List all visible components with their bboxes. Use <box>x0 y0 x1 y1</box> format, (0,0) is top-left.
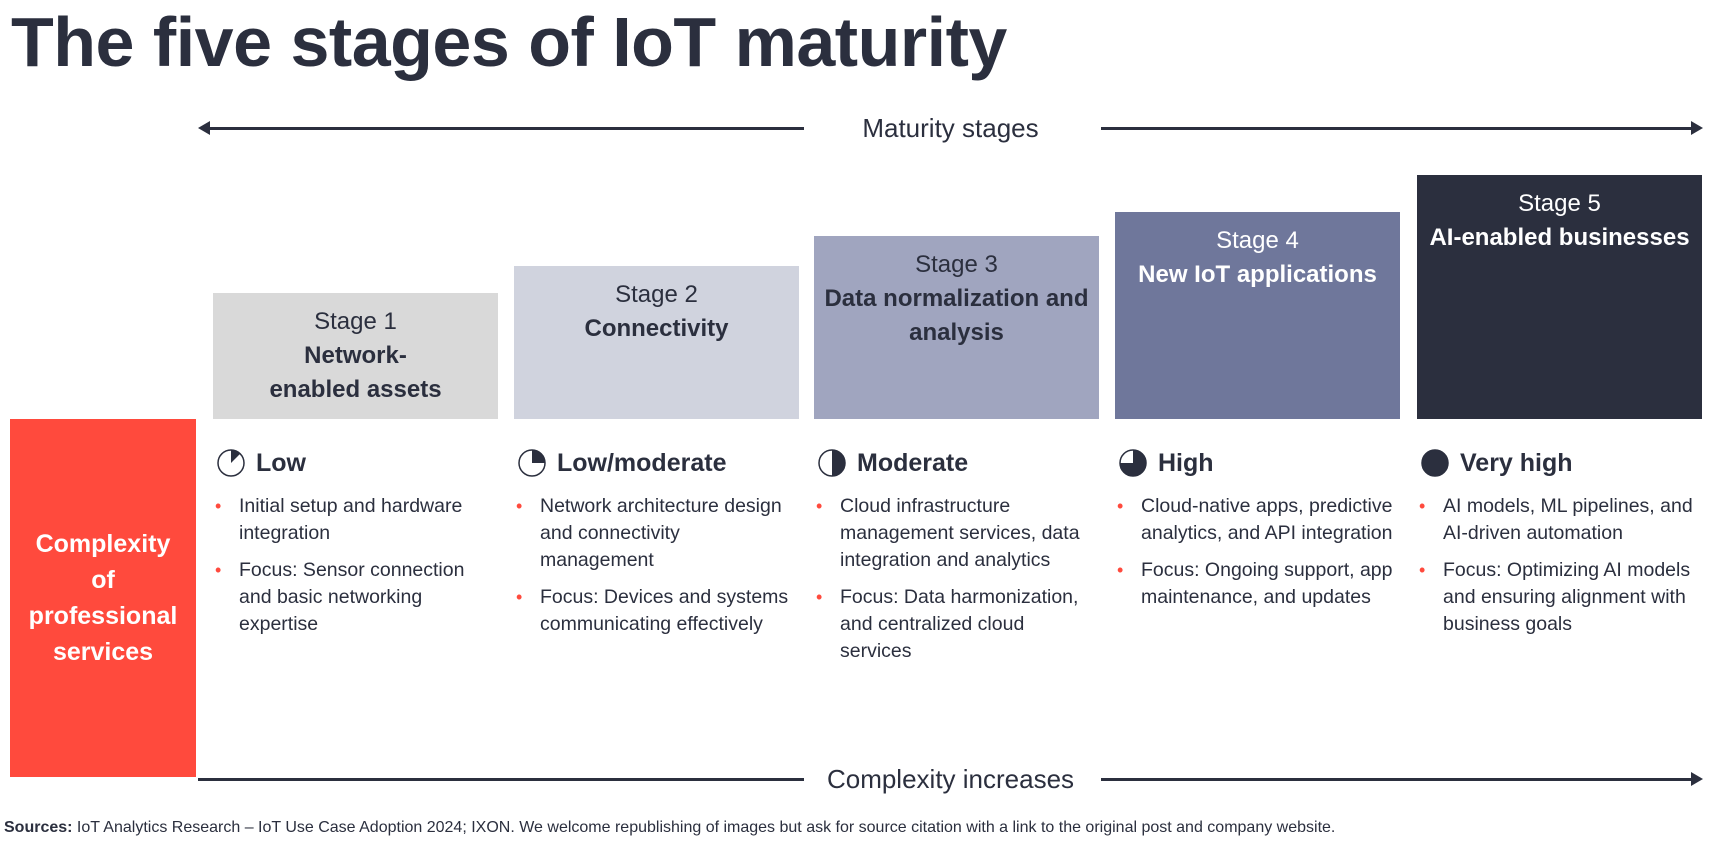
stage-4-box: Stage 4 New IoT applications <box>1115 212 1400 419</box>
stage-1-box: Stage 1 Network-enabled assets <box>213 293 498 419</box>
stage-2-box: Stage 2 Connectivity <box>514 266 799 419</box>
maturity-axis: Maturity stages <box>198 113 1703 143</box>
stage-5-details: Very high AI models, ML pipelines, and AI… <box>1417 443 1702 648</box>
complexity-level: Moderate <box>817 443 1099 483</box>
bullet-item: AI models, ML pipelines, and AI-driven a… <box>1417 493 1702 547</box>
axis-line <box>204 127 804 130</box>
stage-number: Stage 2 <box>615 281 698 308</box>
stage-name: AI-enabled businesses <box>1429 224 1690 251</box>
harvey-ball-icon <box>217 449 245 477</box>
complexity-level-label: Moderate <box>857 448 969 477</box>
complexity-axis-label: Complexity increases <box>826 764 1075 794</box>
stage-name: New IoT applications <box>1138 261 1377 288</box>
stage-3-box: Stage 3 Data normalization and analysis <box>814 236 1099 419</box>
stage-bullets: AI models, ML pipelines, and AI-driven a… <box>1417 493 1702 638</box>
bullet-item: Focus: Devices and systems communicating… <box>514 584 799 638</box>
stage-bullets: Network architecture design and connecti… <box>514 493 799 638</box>
complexity-level-label: Low/moderate <box>557 448 727 477</box>
bullet-item: Focus: Ongoing support, app maintenance,… <box>1115 557 1400 611</box>
stage-number: Stage 3 <box>915 251 998 278</box>
stage-3-details: ModerateCloud infrastructure management … <box>814 443 1099 675</box>
complexity-level-label: Low <box>256 448 306 477</box>
harvey-ball-icon <box>1119 449 1147 477</box>
complexity-level: High <box>1118 443 1400 483</box>
bullet-item: Focus: Sensor connection and basic netwo… <box>213 557 498 638</box>
maturity-axis-label: Maturity stages <box>862 113 1039 143</box>
harvey-ball-icon <box>1421 449 1449 477</box>
page-title: The five stages of IoT maturity <box>11 3 1007 81</box>
harvey-ball-icon <box>518 449 546 477</box>
stage-number: Stage 4 <box>1216 227 1299 254</box>
stage-1-details: LowInitial setup and hardware integratio… <box>213 443 498 648</box>
harvey-ball-icon <box>818 449 846 477</box>
stage-number: Stage 1 <box>314 308 397 335</box>
axis-line <box>1101 778 1697 781</box>
stage-number: Stage 5 <box>1518 190 1601 217</box>
complexity-level-label: Very high <box>1460 448 1573 477</box>
stage-2-details: Low/moderateNetwork architecture design … <box>514 443 799 648</box>
stage-name: Connectivity <box>584 315 729 342</box>
bullet-item: Focus: Data harmonization, and centraliz… <box>814 584 1099 665</box>
arrow-right-icon <box>1691 121 1703 135</box>
axis-line <box>1101 127 1697 130</box>
stage-name: Network-enabled assets <box>269 342 442 403</box>
complexity-level: Low <box>216 443 498 483</box>
complexity-level-label: High <box>1158 448 1214 477</box>
stage-bullets: Initial setup and hardware integrationFo… <box>213 493 498 638</box>
bullet-item: Network architecture design and connecti… <box>514 493 799 574</box>
sources-text: IoT Analytics Research – IoT Use Case Ad… <box>72 819 1336 836</box>
complexity-label-box: Complexity of professional services <box>10 419 196 777</box>
complexity-label: Complexity of professional services <box>28 530 178 666</box>
complexity-level: Very high <box>1420 443 1702 483</box>
axis-line <box>198 778 804 781</box>
complexity-level: Low/moderate <box>517 443 799 483</box>
sources-footer: Sources: IoT Analytics Research – IoT Us… <box>4 819 1335 837</box>
arrow-right-icon <box>1691 772 1703 786</box>
stage-bullets: Cloud-native apps, predictive analytics,… <box>1115 493 1400 611</box>
bullet-item: Cloud-native apps, predictive analytics,… <box>1115 493 1400 547</box>
bullet-item: Cloud infrastructure management services… <box>814 493 1099 574</box>
stage-bullets: Cloud infrastructure management services… <box>814 493 1099 665</box>
stage-5-box: Stage 5 AI-enabled businesses <box>1417 175 1702 419</box>
complexity-axis: Complexity increases <box>198 764 1703 794</box>
stage-4-details: HighCloud-native apps, predictive analyt… <box>1115 443 1400 621</box>
sources-label: Sources: <box>4 819 73 836</box>
stage-name: Data normalization and analysis <box>824 285 1089 346</box>
bullet-item: Focus: Optimizing AI models and ensuring… <box>1417 557 1702 638</box>
bullet-item: Initial setup and hardware integration <box>213 493 498 547</box>
